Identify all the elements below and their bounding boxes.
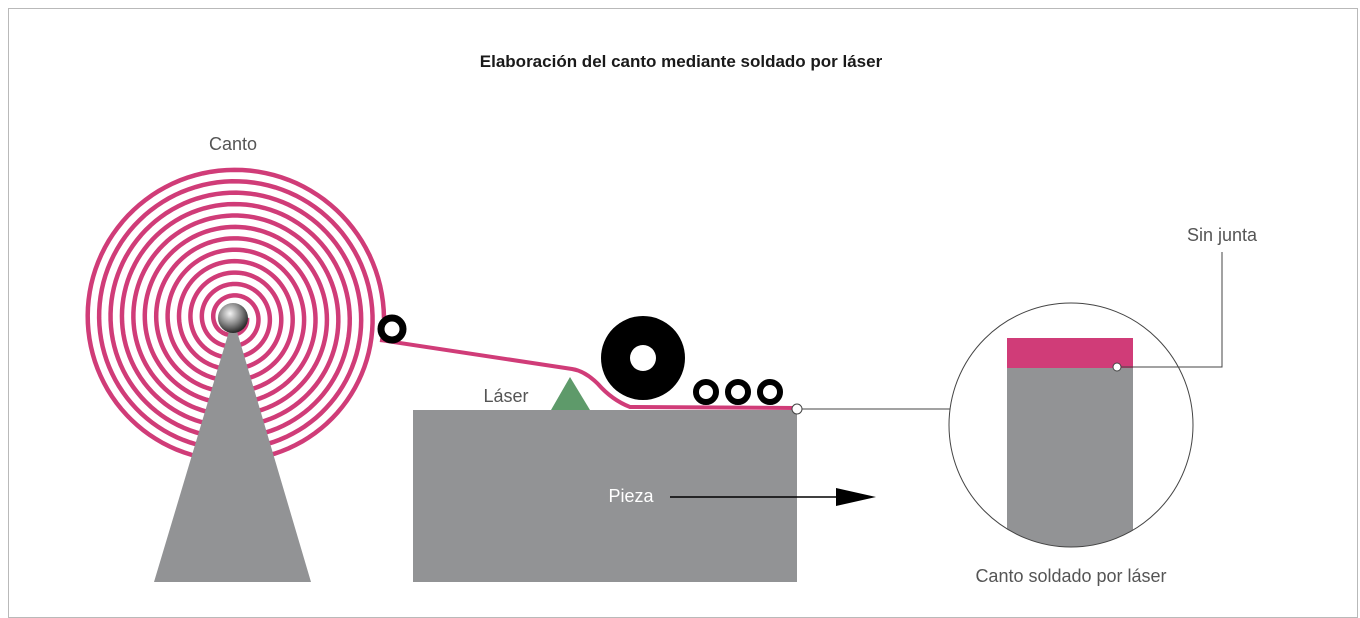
edge-band-coil [85,167,387,463]
guide-roller [377,314,407,344]
label-laser: Láser [483,386,528,406]
direction-arrow-head [836,488,876,506]
zoom-detail [1007,338,1133,547]
diagram-title: Elaboración del canto mediante soldado p… [480,52,883,71]
label-pieza: Pieza [608,486,654,506]
callout-line-sin-junta [1120,252,1223,368]
zoom-edge-band [1007,338,1133,368]
coil-stand [154,318,311,582]
edge-band-strip [379,338,796,410]
small-roller-3 [757,379,783,405]
label-sin-junta: Sin junta [1187,225,1258,245]
small-roller-2 [725,379,751,405]
label-canto: Canto [209,134,257,154]
pressure-roller-hub [630,345,656,371]
workpiece [413,410,797,582]
edge-band-spiral [85,167,387,463]
laser-emitter [551,377,590,410]
callout-marker-sin-junta [1112,362,1122,372]
coil-hub [218,303,248,333]
zoom-workpiece [1007,368,1133,547]
label-canto-soldado: Canto soldado por láser [975,566,1166,586]
zoom-origin-marker [791,403,803,415]
small-roller-1 [693,379,719,405]
zoom-circle [948,302,1194,548]
